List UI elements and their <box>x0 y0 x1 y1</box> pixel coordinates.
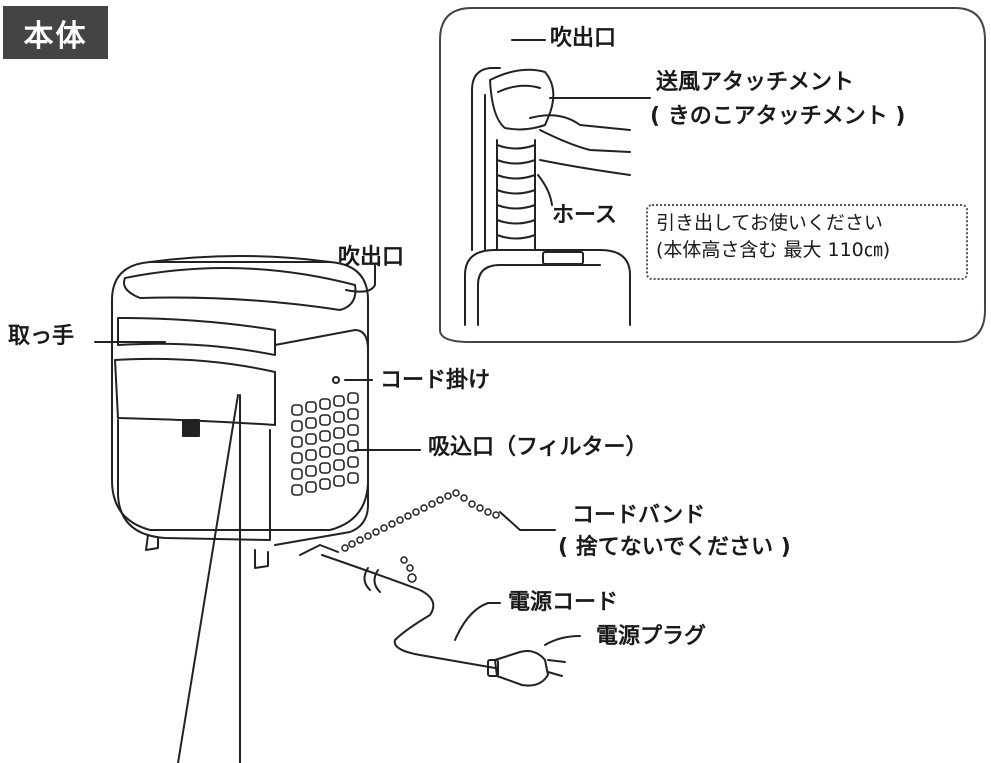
callout-lines <box>177 394 241 763</box>
main-handle-opening <box>117 317 276 356</box>
section-title: 本体 <box>3 6 108 59</box>
label-intake: 吸込口（フィルター） <box>428 435 648 460</box>
inset-hand-upper <box>529 114 631 131</box>
label-cord-hook: コード掛け <box>380 368 491 393</box>
power-plug <box>494 650 549 687</box>
label-air-attachment-1: 送風アタッチメント <box>656 70 855 95</box>
main-side-panel <box>274 329 369 546</box>
inset-frame <box>439 7 986 343</box>
leader-power-cord <box>454 602 501 641</box>
note-box: 引き出してお使いください (本体高さ含む 最大 110㎝) <box>646 204 968 280</box>
intake-grille <box>291 392 359 496</box>
inset-hand-lower <box>539 159 631 176</box>
inset-device-body <box>464 249 631 326</box>
label-air-attachment-2: ( きのこアタッチメント ) <box>650 104 906 129</box>
label-outlet: 吹出口 <box>338 245 405 270</box>
label-handle: 取っ手 <box>8 324 75 349</box>
label-outlet-inset: 吹出口 <box>550 26 617 51</box>
main-outlet <box>123 267 357 311</box>
note-line-1: 引き出してお使いください <box>656 212 883 234</box>
brand-logo <box>182 419 200 437</box>
main-front-panel <box>114 357 276 426</box>
inset-hose <box>496 139 536 251</box>
main-device-body <box>111 261 369 531</box>
label-cord-band-1: コードバンド <box>572 503 706 528</box>
label-power-plug: 電源プラグ <box>596 624 707 649</box>
power-cord <box>321 554 496 669</box>
leader-cord-band <box>499 511 556 531</box>
inset-rear-panel <box>471 67 501 251</box>
label-power-cord: 電源コード <box>508 590 619 615</box>
inset-attachment-cap <box>489 68 555 131</box>
note-line-2: (本体高さ含む 最大 110㎝) <box>656 238 891 261</box>
main-cord-hook <box>332 376 340 384</box>
label-cord-band-2: ( 捨てないでください ) <box>558 535 791 560</box>
label-hose: ホース <box>552 203 617 228</box>
leader-outlet <box>345 264 376 293</box>
main-feet <box>145 534 269 569</box>
cord-band <box>341 489 500 583</box>
leader-power-plug <box>544 635 581 646</box>
